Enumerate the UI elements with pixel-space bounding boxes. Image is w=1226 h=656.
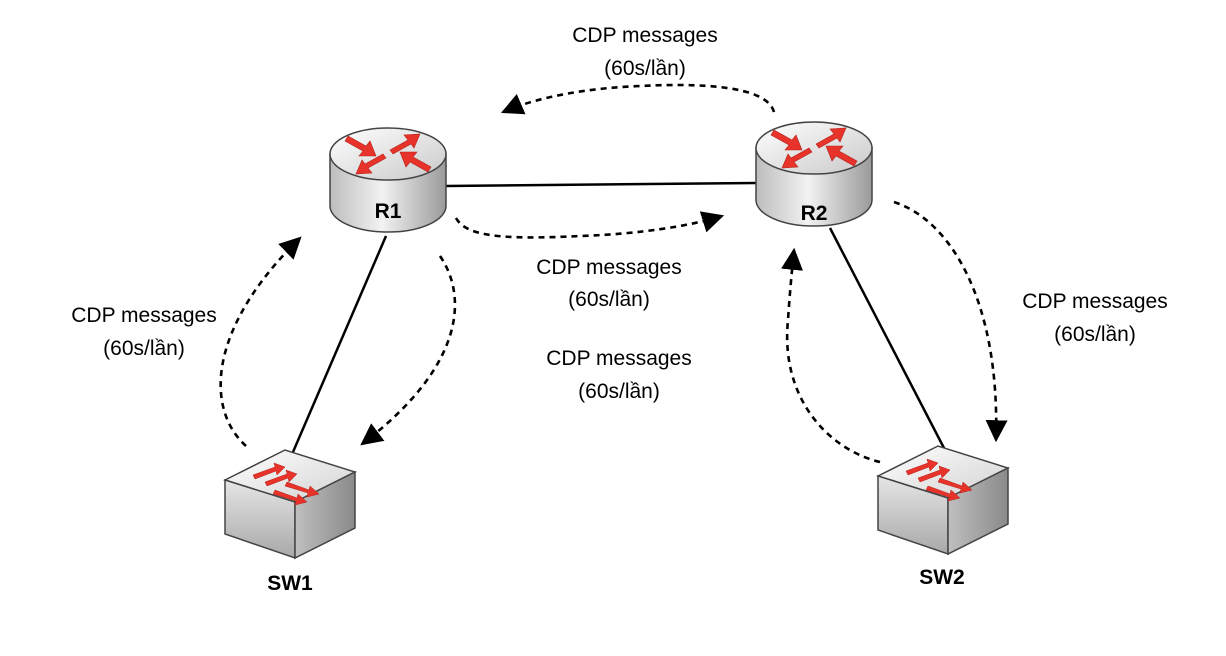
link-r1-r2 — [445, 181, 757, 188]
message-label-line1: CDP messages — [1022, 290, 1168, 313]
message-label-r1-to-sw1: CDP messages (60s/lần) — [546, 347, 692, 403]
switch-icon — [877, 445, 1009, 555]
message-label-line2: (60s/lần) — [1054, 323, 1136, 346]
switch-sw2-label: SW2 — [919, 566, 965, 589]
message-label-line2: (60s/lần) — [103, 337, 185, 360]
flow-sw2-to-r2 — [781, 247, 881, 464]
flow-r1-to-sw1 — [360, 255, 457, 446]
message-label-r2-to-sw2: CDP messages (60s/lần) — [1022, 290, 1168, 346]
router-r1[interactable]: R1 — [329, 127, 447, 233]
switch-icon — [224, 449, 356, 559]
link-r2-sw2 — [828, 227, 947, 451]
message-label-line2: (60s/lần) — [604, 57, 686, 80]
router-r2-label: R2 — [801, 202, 828, 225]
flow-r2-to-r1 — [500, 83, 776, 115]
switch-sw2[interactable] — [877, 445, 1009, 555]
message-label-sw1-to-r1: CDP messages (60s/lần) — [71, 304, 217, 360]
message-label-line1: CDP messages — [536, 256, 682, 279]
router-r1-label: R1 — [375, 200, 402, 223]
message-label-line2: (60s/lần) — [578, 380, 660, 403]
message-label-line1: CDP messages — [71, 304, 217, 327]
message-label-line1: CDP messages — [572, 24, 718, 47]
flow-sw1-to-r1 — [219, 236, 302, 447]
message-label-line1: CDP messages — [546, 347, 692, 370]
message-label-r2-to-r1: CDP messages (60s/lần) — [572, 24, 718, 80]
message-label-line2: (60s/lần) — [568, 288, 650, 311]
message-label-r1-to-r2: CDP messages (60s/lần) — [536, 256, 682, 311]
switch-sw1[interactable] — [224, 449, 356, 559]
link-r1-sw1 — [291, 235, 388, 453]
router-r2[interactable]: R2 — [755, 121, 873, 227]
flow-r1-to-r2 — [454, 211, 725, 239]
switch-sw1-label: SW1 — [267, 572, 313, 595]
flow-r2-to-sw2 — [893, 200, 1008, 443]
